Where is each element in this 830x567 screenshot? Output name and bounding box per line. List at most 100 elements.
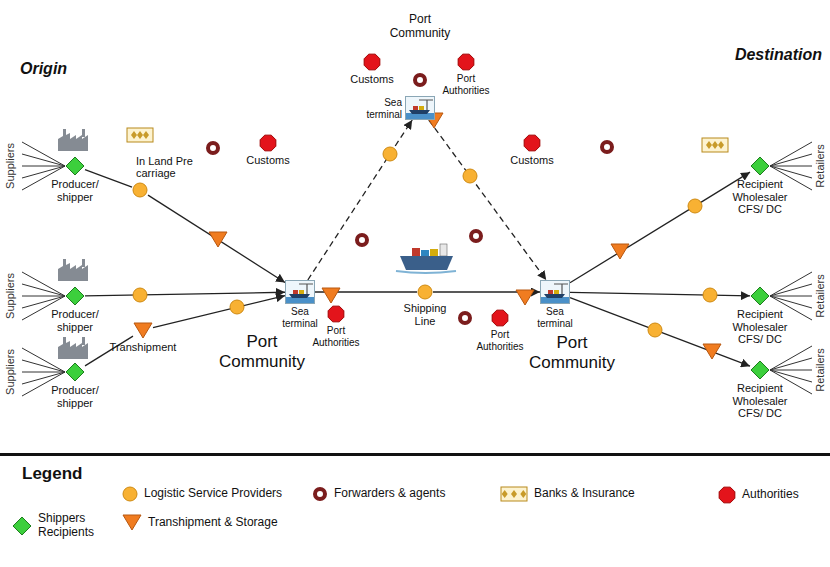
sea-terminal-icon-outline [540, 280, 570, 304]
legend-swatch [312, 486, 328, 502]
authority-octagon-outline [523, 134, 541, 152]
sea-terminal-icon: Sea terminal [285, 280, 315, 304]
node-label: Recipient Wholesaler CFS/ DC [732, 178, 787, 215]
bank-icons [127, 128, 728, 152]
sea-terminal-icon-outline [285, 280, 315, 304]
node-label-box: Port Authorities [308, 325, 364, 348]
shipper-diamond-outline [750, 360, 770, 380]
free-label: Retailers [814, 348, 827, 391]
authority-octagon-outline [491, 309, 509, 327]
legend-text: Transhipment & Storage [148, 516, 318, 530]
free-label: Origin [20, 60, 67, 78]
node-label: Sea terminal [282, 306, 318, 329]
node-label-box: Producer/ shipper [44, 308, 106, 333]
free-label-text: Retailers [814, 274, 826, 317]
node-label: Port Authorities [312, 325, 359, 348]
service-provider-dots [133, 147, 717, 337]
free-label-text: Suppliers [4, 349, 16, 395]
free-label-text: Retailers [814, 348, 826, 391]
authority-octagon: Customs [363, 53, 381, 71]
node-label-box: Sea terminal [533, 306, 577, 329]
sea-terminal-icon-outline [405, 96, 435, 120]
authority-octagon: Customs [523, 134, 541, 152]
port-community-ellipse: CustomsSea terminalPort AuthoritiesPort … [438, 110, 682, 390]
free-label-text: Suppliers [4, 143, 16, 189]
shipper-diamond: Producer/ shipper [65, 362, 85, 382]
node-label-box: Shipping Line [397, 302, 453, 327]
legend-item: Transhipment & Storage [122, 514, 318, 531]
ship-illustration [396, 244, 456, 273]
node-label-box: Customs [238, 154, 298, 167]
node-label: Port Community [219, 332, 305, 371]
legend-swatch [122, 514, 142, 531]
node-label-box: Port Authorities [439, 73, 493, 96]
node-label-box: Customs [502, 154, 562, 167]
shipper-diamond-outline [65, 362, 85, 382]
service-provider-circle-outline [417, 284, 433, 300]
authority-octagon: Port Authorities [327, 305, 345, 323]
shipper-diamond-outline [750, 286, 770, 306]
free-label: Destination [735, 46, 822, 64]
node-label: Port Authorities [476, 329, 523, 352]
node-label-box: Port Authorities [472, 329, 528, 352]
legend-text: Banks & Insurance [534, 487, 664, 501]
legend-rule [0, 453, 830, 456]
service-provider-circle: Shipping Line [417, 284, 433, 300]
node-label-box: In Land Pre carriage [136, 155, 202, 180]
node-label: Customs [350, 73, 393, 85]
node-label: Shipping Line [404, 302, 447, 327]
legend-text: Forwarders & agents [334, 487, 474, 501]
free-label: Suppliers [4, 143, 17, 189]
legend-text: Authorities [742, 488, 822, 502]
node-label: Customs [510, 154, 553, 166]
legend-text: Logistic Service Providers [144, 487, 314, 501]
authority-octagon-outline [327, 305, 345, 323]
flow-connector [570, 292, 750, 296]
node-label-box: Recipient Wholesaler CFS/ DC [727, 178, 793, 216]
dashed-connector [308, 120, 412, 280]
node-label: Producer/ shipper [51, 384, 99, 409]
free-label-text: Origin [20, 60, 67, 77]
flow-connector [570, 172, 750, 283]
legend-swatch [718, 486, 736, 504]
free-label: Legend [22, 464, 82, 484]
node-label: Recipient Wholesaler CFS/ DC [732, 382, 787, 419]
node-label: Port Authorities [442, 73, 489, 96]
node-label-box: Producer/ shipper [44, 178, 106, 203]
free-label-text: Retailers [814, 144, 826, 187]
legend-swatch [500, 486, 528, 502]
transhipment-triangle: Transhipment [133, 322, 153, 339]
forwarder-rings [208, 75, 612, 323]
node-label: Producer/ shipper [51, 308, 99, 333]
legend-item: Logistic Service Providers [122, 486, 314, 502]
node-label-box: Sea terminal [278, 306, 322, 329]
node-label-box: Port Community [214, 332, 310, 371]
service-provider-circle-outline [132, 182, 148, 198]
service-provider-circle: In Land Pre carriage [132, 182, 148, 198]
node-label: Sea terminal [366, 97, 402, 120]
shipper-diamond-outline [65, 286, 85, 306]
node-label: Recipient Wholesaler CFS/ DC [732, 308, 787, 345]
legend-item: Authorities [718, 486, 822, 504]
free-label: Retailers [814, 274, 827, 317]
shipper-diamond: Recipient Wholesaler CFS/ DC [750, 360, 770, 380]
authority-octagon: Port Authorities [457, 53, 475, 71]
node-label-box: Customs [344, 73, 400, 86]
node-label-box: Port Community [524, 333, 620, 372]
shipper-diamond: Recipient Wholesaler CFS/ DC [750, 286, 770, 306]
authority-octagon-outline [457, 53, 475, 71]
authority-octagon-outline [259, 134, 277, 152]
free-label: Retailers [814, 144, 827, 187]
node-label-box: Transhipment [103, 341, 183, 354]
authority-octagon-outline [363, 53, 381, 71]
free-label-text: Destination [735, 46, 822, 63]
legend-item: Banks & Insurance [500, 486, 664, 502]
flow-connector [153, 296, 285, 328]
node-label: Port Community [390, 12, 451, 40]
authority-octagon: Customs [259, 134, 277, 152]
node-label-box: Recipient Wholesaler CFS/ DC [727, 308, 793, 346]
storage-triangles [209, 113, 721, 359]
node-label: Sea terminal [537, 306, 573, 329]
flow-connector [148, 195, 285, 282]
